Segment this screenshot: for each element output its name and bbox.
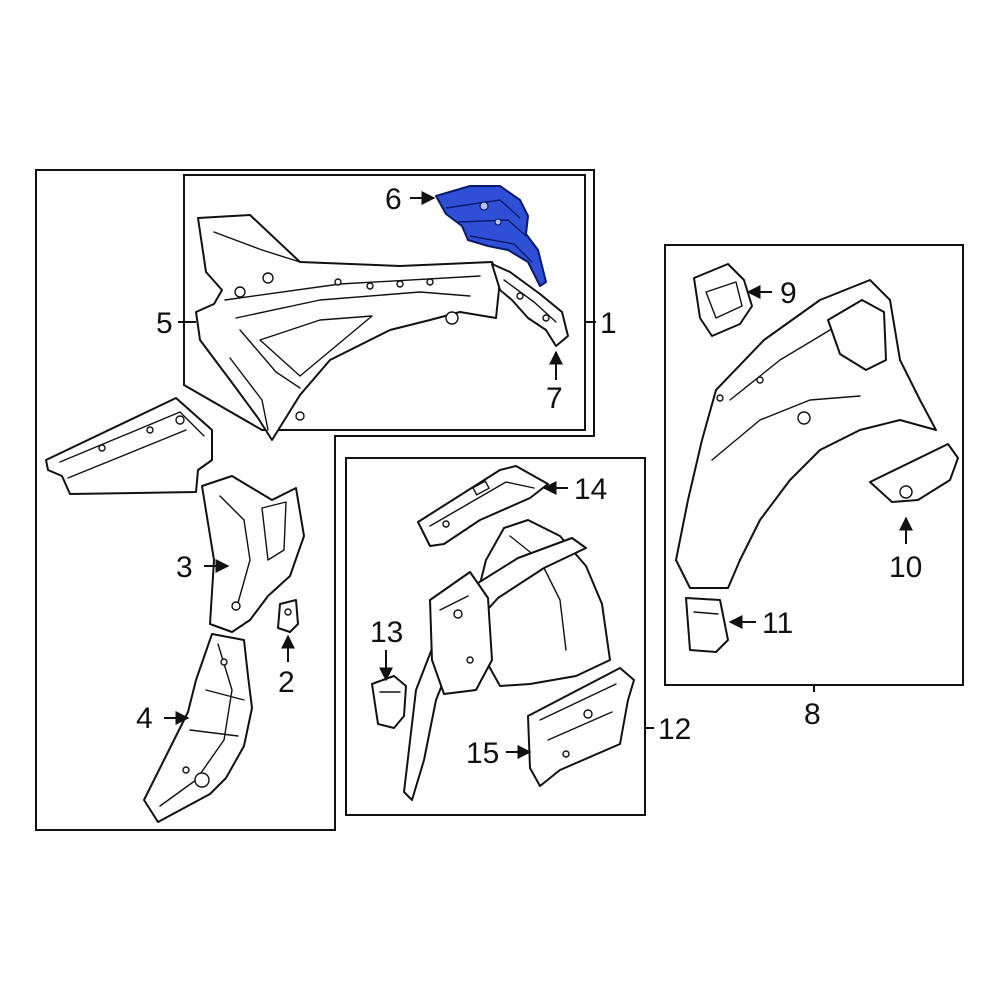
callout-13: 13: [370, 616, 403, 649]
callout-12: 12: [658, 713, 691, 746]
part-11-bracket[interactable]: [685, 597, 729, 653]
callout-5: 5: [156, 307, 173, 340]
part-7-bracket[interactable]: [491, 263, 569, 347]
part-2-small-bracket[interactable]: [277, 599, 299, 633]
callout-8: 8: [804, 698, 821, 731]
callout-4: 4: [136, 702, 153, 735]
callout-2: 2: [278, 666, 295, 699]
part-4-lower-pillar[interactable]: [143, 633, 253, 823]
part-6-highlighted-panel[interactable]: [435, 185, 547, 287]
part-13-bracket[interactable]: [371, 675, 407, 729]
part-8-outer-wheelhouse[interactable]: [675, 279, 937, 589]
group-1-inner-frame: [183, 174, 586, 431]
callout-6: 6: [385, 183, 402, 216]
part-3-upper-pillar[interactable]: [45, 397, 305, 633]
part-5-inner-quarter-panel[interactable]: [195, 214, 501, 441]
part-12-inner-wheelhouse[interactable]: [403, 519, 611, 801]
callout-7: 7: [546, 382, 563, 415]
part-14-reinforcement[interactable]: [417, 465, 549, 547]
callout-15: 15: [466, 737, 499, 770]
part-15-panel[interactable]: [527, 667, 635, 787]
callout-9: 9: [780, 277, 797, 310]
callout-3: 3: [176, 551, 193, 584]
callout-1: 1: [600, 307, 617, 340]
part-9-bracket[interactable]: [693, 263, 753, 337]
callout-14: 14: [574, 473, 607, 506]
group-1-outer-frame: [35, 169, 595, 831]
part-10-bracket[interactable]: [869, 443, 959, 503]
callout-11: 11: [762, 607, 793, 640]
callout-10: 10: [889, 551, 922, 584]
group-12-frame: [345, 457, 646, 816]
